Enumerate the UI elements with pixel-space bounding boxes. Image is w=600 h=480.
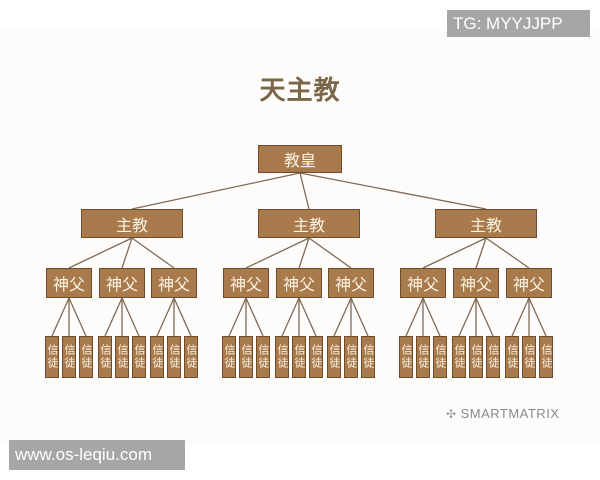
priest-box-label: 神父 (334, 275, 367, 294)
bishop-box-label: 主教 (469, 215, 502, 235)
believer-box: 信徒 (469, 336, 483, 378)
believer-box: 信徒 (327, 336, 341, 378)
believer-box-label: 信徒 (523, 344, 536, 370)
believer-box-label: 信徒 (257, 344, 270, 370)
priest-box: 神父 (151, 268, 197, 298)
credit-text: SMARTMATRIX (460, 406, 560, 421)
believer-box: 信徒 (222, 336, 236, 378)
believer-box: 信徒 (361, 336, 375, 378)
believer-box: 信徒 (344, 336, 358, 378)
watermark-bottom-left: www.os-leqiu.com (9, 440, 185, 470)
priest-box: 神父 (453, 268, 499, 298)
believer-box: 信徒 (132, 336, 146, 378)
believer-box: 信徒 (45, 336, 59, 378)
believer-box: 信徒 (416, 336, 430, 378)
believer-box: 信徒 (115, 336, 129, 378)
bishop-box-label: 主教 (292, 215, 325, 235)
believer-box-label: 信徒 (223, 344, 236, 370)
believer-box-label: 信徒 (417, 344, 430, 370)
bishop-box-label: 主教 (115, 215, 148, 235)
believer-box-label: 信徒 (453, 344, 466, 370)
believer-box-label: 信徒 (276, 344, 289, 370)
believer-box-label: 信徒 (487, 344, 500, 370)
priest-box: 神父 (400, 268, 446, 298)
believer-box-label: 信徒 (63, 344, 76, 370)
bishop-box: 主教 (81, 209, 183, 238)
believer-box: 信徒 (79, 336, 93, 378)
bishop-box: 主教 (435, 209, 537, 238)
believer-box-label: 信徒 (99, 344, 112, 370)
believer-box: 信徒 (167, 336, 181, 378)
priest-box: 神父 (328, 268, 374, 298)
believer-box: 信徒 (452, 336, 466, 378)
believer-box-label: 信徒 (362, 344, 375, 370)
believer-box-label: 信徒 (328, 344, 341, 370)
believer-box-label: 信徒 (470, 344, 483, 370)
priest-box: 神父 (99, 268, 145, 298)
priest-box-label: 神父 (512, 275, 545, 294)
believer-box-label: 信徒 (185, 344, 198, 370)
believer-box-label: 信徒 (310, 344, 323, 370)
believer-box: 信徒 (505, 336, 519, 378)
pope-box-label: 教皇 (283, 151, 316, 170)
believer-box-label: 信徒 (133, 344, 146, 370)
priest-box: 神父 (223, 268, 269, 298)
believer-box: 信徒 (433, 336, 447, 378)
believer-box: 信徒 (275, 336, 289, 378)
believer-box-label: 信徒 (80, 344, 93, 370)
watermark-text: www.os-leqiu.com (15, 445, 152, 464)
credit-logo: ✣ SMARTMATRIX (446, 406, 559, 421)
bishop-box: 主教 (258, 209, 360, 238)
believer-box: 信徒 (62, 336, 76, 378)
believer-box-label: 信徒 (506, 344, 519, 370)
watermark-top-right: TG: MYYJJPP (447, 10, 590, 37)
priest-box: 神父 (46, 268, 92, 298)
priest-box-label: 神父 (52, 275, 85, 294)
priest-box-label: 神父 (229, 275, 262, 294)
believer-box: 信徒 (184, 336, 198, 378)
priest-box: 神父 (506, 268, 552, 298)
believer-box: 信徒 (256, 336, 270, 378)
believer-box-label: 信徒 (540, 344, 553, 370)
believer-box-label: 信徒 (240, 344, 253, 370)
believer-box-label: 信徒 (345, 344, 358, 370)
believer-box-label: 信徒 (400, 344, 413, 370)
watermark-text: TG: MYYJJPP (453, 13, 563, 33)
believer-box: 信徒 (399, 336, 413, 378)
smartmatrix-logo-icon: ✣ (446, 406, 457, 421)
believer-box-label: 信徒 (293, 344, 306, 370)
believer-box-label: 信徒 (434, 344, 447, 370)
believer-box: 信徒 (239, 336, 253, 378)
believer-box-label: 信徒 (46, 344, 59, 370)
priest-box-label: 神父 (282, 275, 315, 294)
priest-box-label: 神父 (459, 275, 492, 294)
believer-box: 信徒 (292, 336, 306, 378)
pope-box: 教皇 (258, 145, 342, 173)
believer-box: 信徒 (522, 336, 536, 378)
believer-box: 信徒 (150, 336, 164, 378)
priest-box-label: 神父 (406, 275, 439, 294)
believer-box: 信徒 (309, 336, 323, 378)
believer-box-label: 信徒 (116, 344, 129, 370)
priest-box-label: 神父 (157, 275, 190, 294)
believer-box: 信徒 (98, 336, 112, 378)
diagram-title: 天主教 (259, 76, 341, 106)
priest-box-label: 神父 (105, 275, 138, 294)
believer-box-label: 信徒 (151, 344, 164, 370)
believer-box-label: 信徒 (168, 344, 181, 370)
believer-box: 信徒 (486, 336, 500, 378)
believer-box: 信徒 (539, 336, 553, 378)
priest-box: 神父 (276, 268, 322, 298)
